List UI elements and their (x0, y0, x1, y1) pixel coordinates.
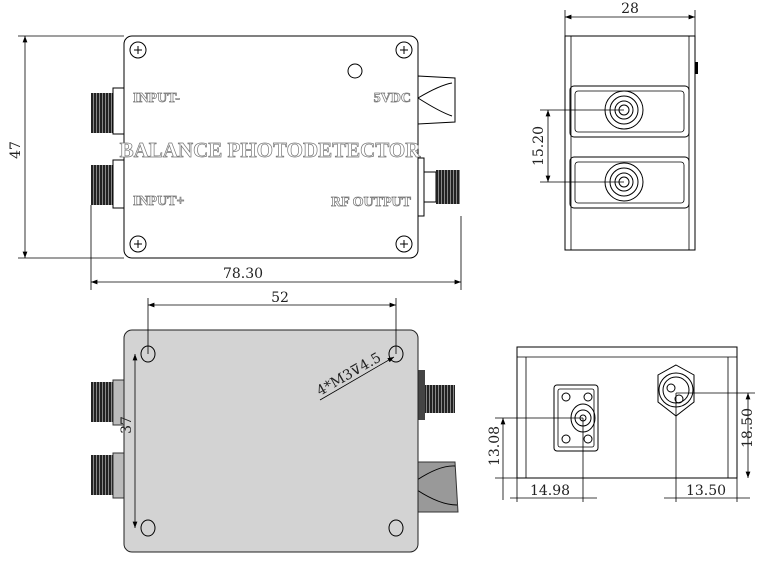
screw-icon (129, 41, 413, 253)
port-input-plus (569, 156, 690, 209)
label-5vdc: 5VDC (374, 91, 411, 106)
input-minus-connector (91, 87, 125, 135)
label-rf-output: RF OUTPUT (331, 195, 412, 210)
dim-length: 78.30 (223, 266, 263, 282)
enclosure-outline (123, 35, 419, 259)
bottom-view: 52 37 4*M3⊽4.5 (91, 290, 459, 553)
end-view: 13.08 14.98 13.50 18.50 (487, 346, 756, 502)
front-view: BALANCE PHOTODETECTOR INPUT- INPUT+ 5VDC… (8, 35, 462, 290)
dim-power-offset: 13.50 (686, 483, 726, 499)
end-outline (516, 346, 738, 479)
port-input-minus (569, 85, 690, 138)
dim-width: 28 (621, 1, 639, 17)
label-input-minus: INPUT- (133, 91, 180, 106)
dim-hole-spacing-y: 37 (119, 416, 135, 434)
rf-output-connector (417, 157, 460, 217)
side-outline (564, 35, 696, 251)
dim-sma-height: 13.08 (487, 426, 503, 466)
dim-hole-spacing-x: 52 (271, 290, 289, 306)
power-connector (417, 75, 456, 125)
label-input-plus: INPUT+ (133, 194, 185, 209)
side-view: 28 15.20 (531, 1, 698, 251)
input-plus-connector (91, 159, 125, 209)
dim-port-spacing: 15.20 (531, 126, 547, 166)
dim-height: 47 (8, 141, 24, 159)
dim-sma-offset: 14.98 (530, 483, 570, 499)
dim-power-height: 18.50 (740, 408, 756, 448)
panel-title: BALANCE PHOTODETECTOR (120, 138, 422, 162)
led-indicator (347, 63, 363, 79)
